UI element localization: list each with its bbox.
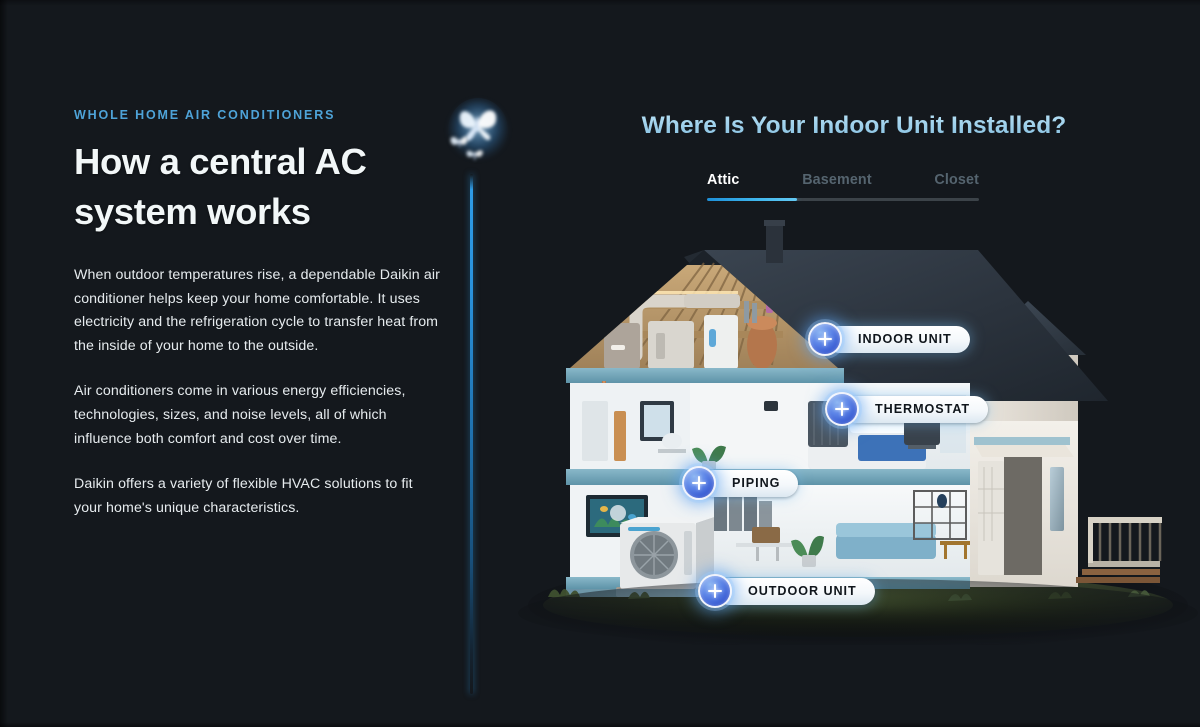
plus-icon[interactable] [808, 322, 842, 356]
paragraph-1: When outdoor temperatures rise, a depend… [74, 266, 440, 355]
center-divider [438, 96, 508, 696]
hotspot-label-outdoor-unit[interactable]: OUTDOOR UNIT [716, 577, 875, 605]
hotspot-piping[interactable]: PIPING [682, 466, 799, 500]
hotspot-outdoor-unit[interactable]: OUTDOOR UNIT [698, 574, 875, 608]
tab-row: Attic Basement Closet [707, 172, 979, 198]
tab-progress-fill [707, 198, 797, 201]
eyebrow-label: WHOLE HOME AIR CONDITIONERS [74, 108, 336, 122]
vertical-accent-line [470, 174, 473, 694]
plus-icon[interactable] [682, 466, 716, 500]
butterfly-icon [446, 96, 510, 174]
hotspot-label-piping[interactable]: PIPING [700, 469, 799, 497]
hotspot-label-indoor-unit[interactable]: INDOOR UNIT [826, 325, 970, 353]
tab-attic[interactable]: Attic [707, 172, 740, 188]
interactive-house-panel: Where Is Your Indoor Unit Installed? Att… [508, 0, 1200, 727]
hotspot-indoor-unit[interactable]: INDOOR UNIT [808, 322, 970, 356]
hotspot-thermostat[interactable]: THERMOSTAT [825, 392, 989, 426]
hotspot-label-thermostat[interactable]: THERMOSTAT [843, 395, 989, 423]
tab-basement[interactable]: Basement [802, 172, 872, 188]
tab-progress-track[interactable] [707, 198, 979, 201]
paragraph-2: Air conditioners come in various energy … [74, 383, 406, 447]
paragraph-3: Daikin offers a variety of flexible HVAC… [74, 475, 413, 516]
house-illustration: INDOOR UNIT THERMOSTAT PIPING OUTDOOR UN… [508, 205, 1200, 645]
page-title: How a central AC system works [74, 141, 367, 233]
plus-icon[interactable] [698, 574, 732, 608]
location-tabs[interactable]: Attic Basement Closet [707, 172, 979, 201]
tab-closet[interactable]: Closet [934, 172, 979, 188]
left-edge-shadow [0, 0, 8, 727]
plus-icon[interactable] [825, 392, 859, 426]
panel-title: Where Is Your Indoor Unit Installed? [508, 112, 1200, 140]
body-copy: When outdoor temperatures rise, a depend… [74, 264, 446, 521]
intro-column: WHOLE HOME AIR CONDITIONERS How a centra… [74, 108, 446, 520]
